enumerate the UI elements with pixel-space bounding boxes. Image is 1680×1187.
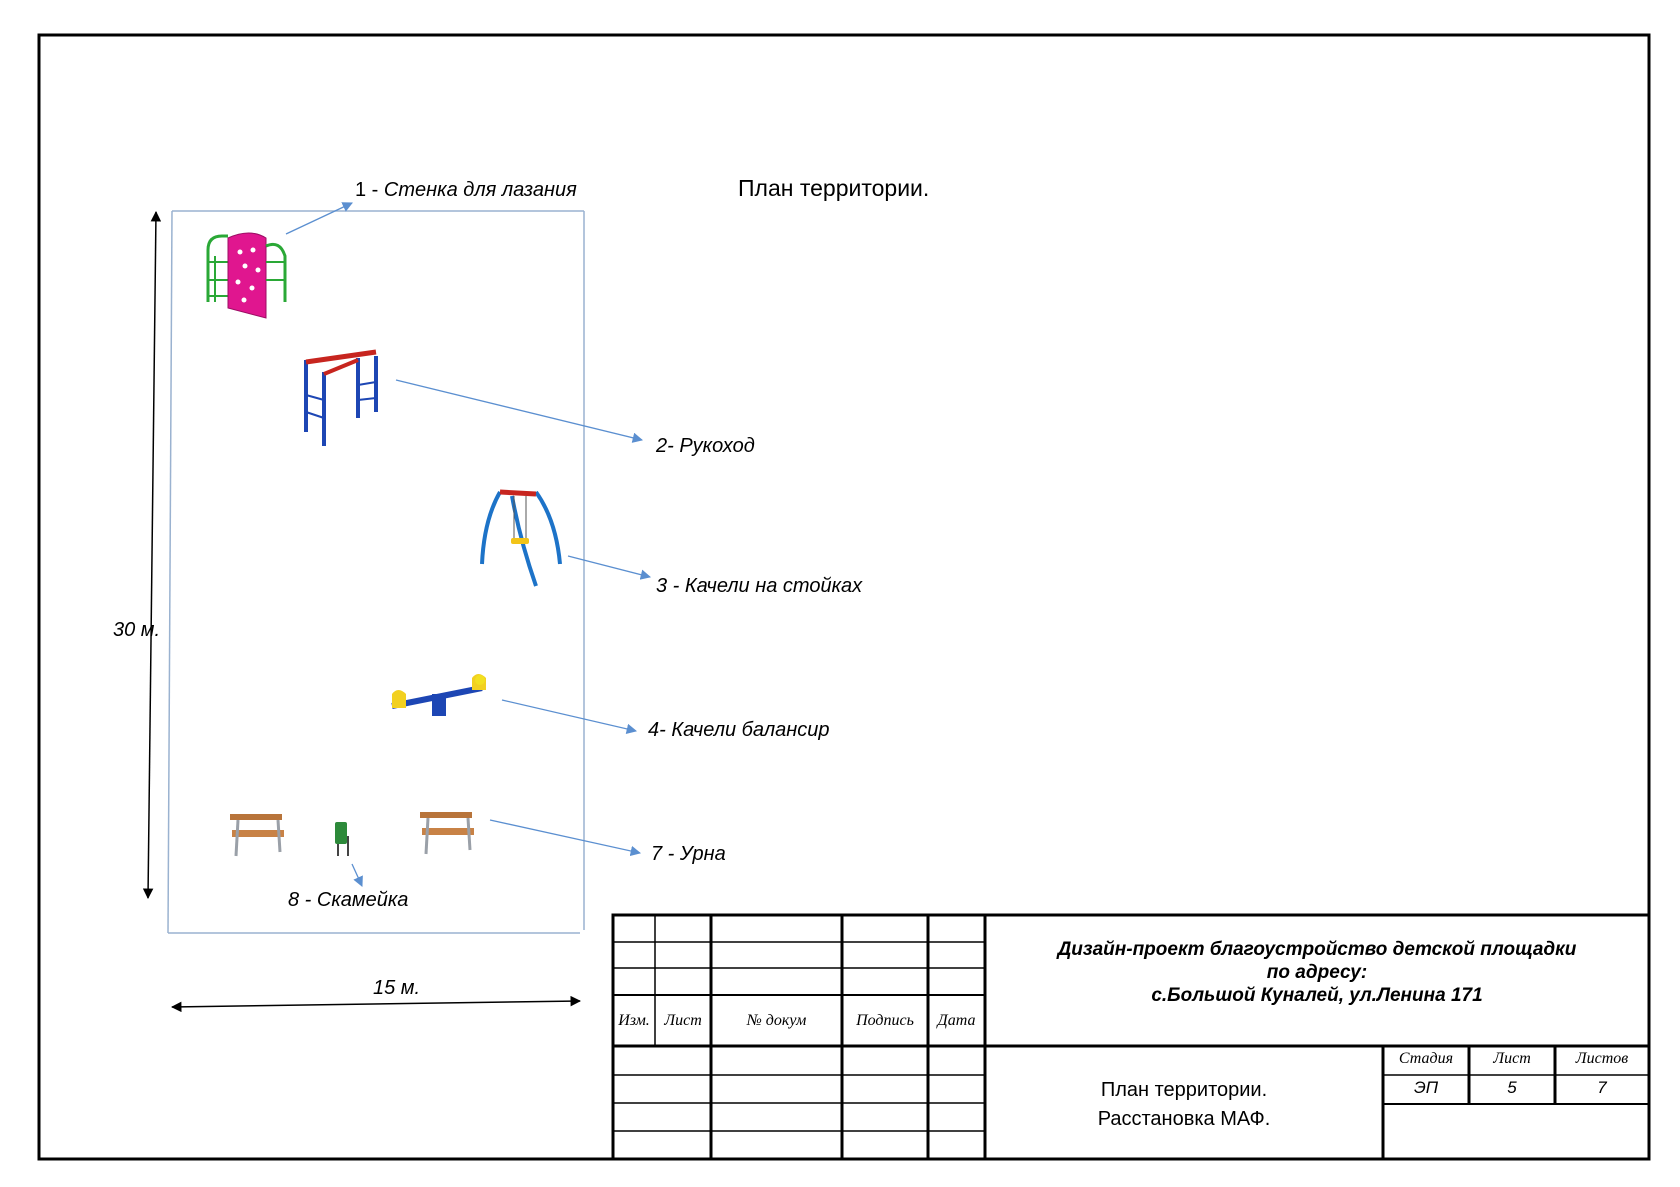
- leader-arrows: [285, 202, 652, 887]
- tb-header-date: Дата: [937, 1012, 976, 1029]
- tb-sheet-label: Лист: [1493, 1050, 1531, 1067]
- item-label-2: 2- Рукоход: [656, 435, 755, 457]
- item-name-1: Стенка для лазания: [383, 179, 577, 201]
- dimension-width-label: 15 м.: [373, 977, 421, 999]
- tb-sheets-value: 7: [1597, 1078, 1607, 1097]
- climbing-wall-icon: [206, 232, 287, 319]
- item-label-3: 3 - Качели на стойках: [656, 575, 863, 597]
- tb-sheet-value: 5: [1507, 1078, 1517, 1097]
- tb-header-change: Изм.: [618, 1012, 650, 1029]
- dimension-height-label: 30 м.: [113, 619, 161, 641]
- project-title: Дизайн-проект благоустройство детской пл…: [985, 938, 1649, 1007]
- sheet-title-line-2: Расстановка МАФ.: [1097, 1108, 1271, 1130]
- project-title-line-3: с.Большой Куналей, ул.Ленина 171: [1151, 985, 1483, 1006]
- item-label-8: 8 - Скамейка: [288, 889, 409, 911]
- seesaw-icon: [391, 674, 486, 716]
- item-label-1: 1 - Стенка для лазания: [355, 179, 577, 202]
- project-title-line-1: Дизайн-проект благоустройство детской пл…: [1057, 939, 1577, 960]
- plot-outline: [167, 210, 585, 934]
- bench-right-icon: [420, 812, 474, 855]
- tb-stage-label: Стадия: [1398, 1050, 1454, 1067]
- project-title-line-2: по адресу:: [1266, 962, 1368, 983]
- bench-left-icon: [230, 814, 284, 857]
- item-number-1: 1 -: [355, 179, 384, 201]
- title-block-grid: [611, 913, 1651, 1161]
- item-label-7: 7 - Урна: [651, 843, 726, 865]
- tb-header-sheet: Лист: [664, 1012, 702, 1029]
- dimension-line-width: [170, 995, 582, 1013]
- swing-icon: [480, 489, 562, 587]
- tb-stage-value: ЭП: [1413, 1078, 1439, 1097]
- sheet-title-line-1: План территории.: [1100, 1079, 1268, 1101]
- monkey-bars-icon: [304, 349, 378, 446]
- tb-header-doc-number: № докум: [746, 1012, 807, 1029]
- item-label-4: 4- Качели балансир: [648, 719, 830, 741]
- trash-bin-icon: [335, 822, 349, 856]
- sheet-title: План территории. Расстановка МАФ.: [985, 1076, 1383, 1134]
- drawing-title: План территории.: [738, 175, 930, 201]
- tb-sheets-label: Листов: [1575, 1050, 1629, 1067]
- tb-header-signature: Подпись: [856, 1012, 914, 1029]
- dimension-line-height: [142, 210, 162, 900]
